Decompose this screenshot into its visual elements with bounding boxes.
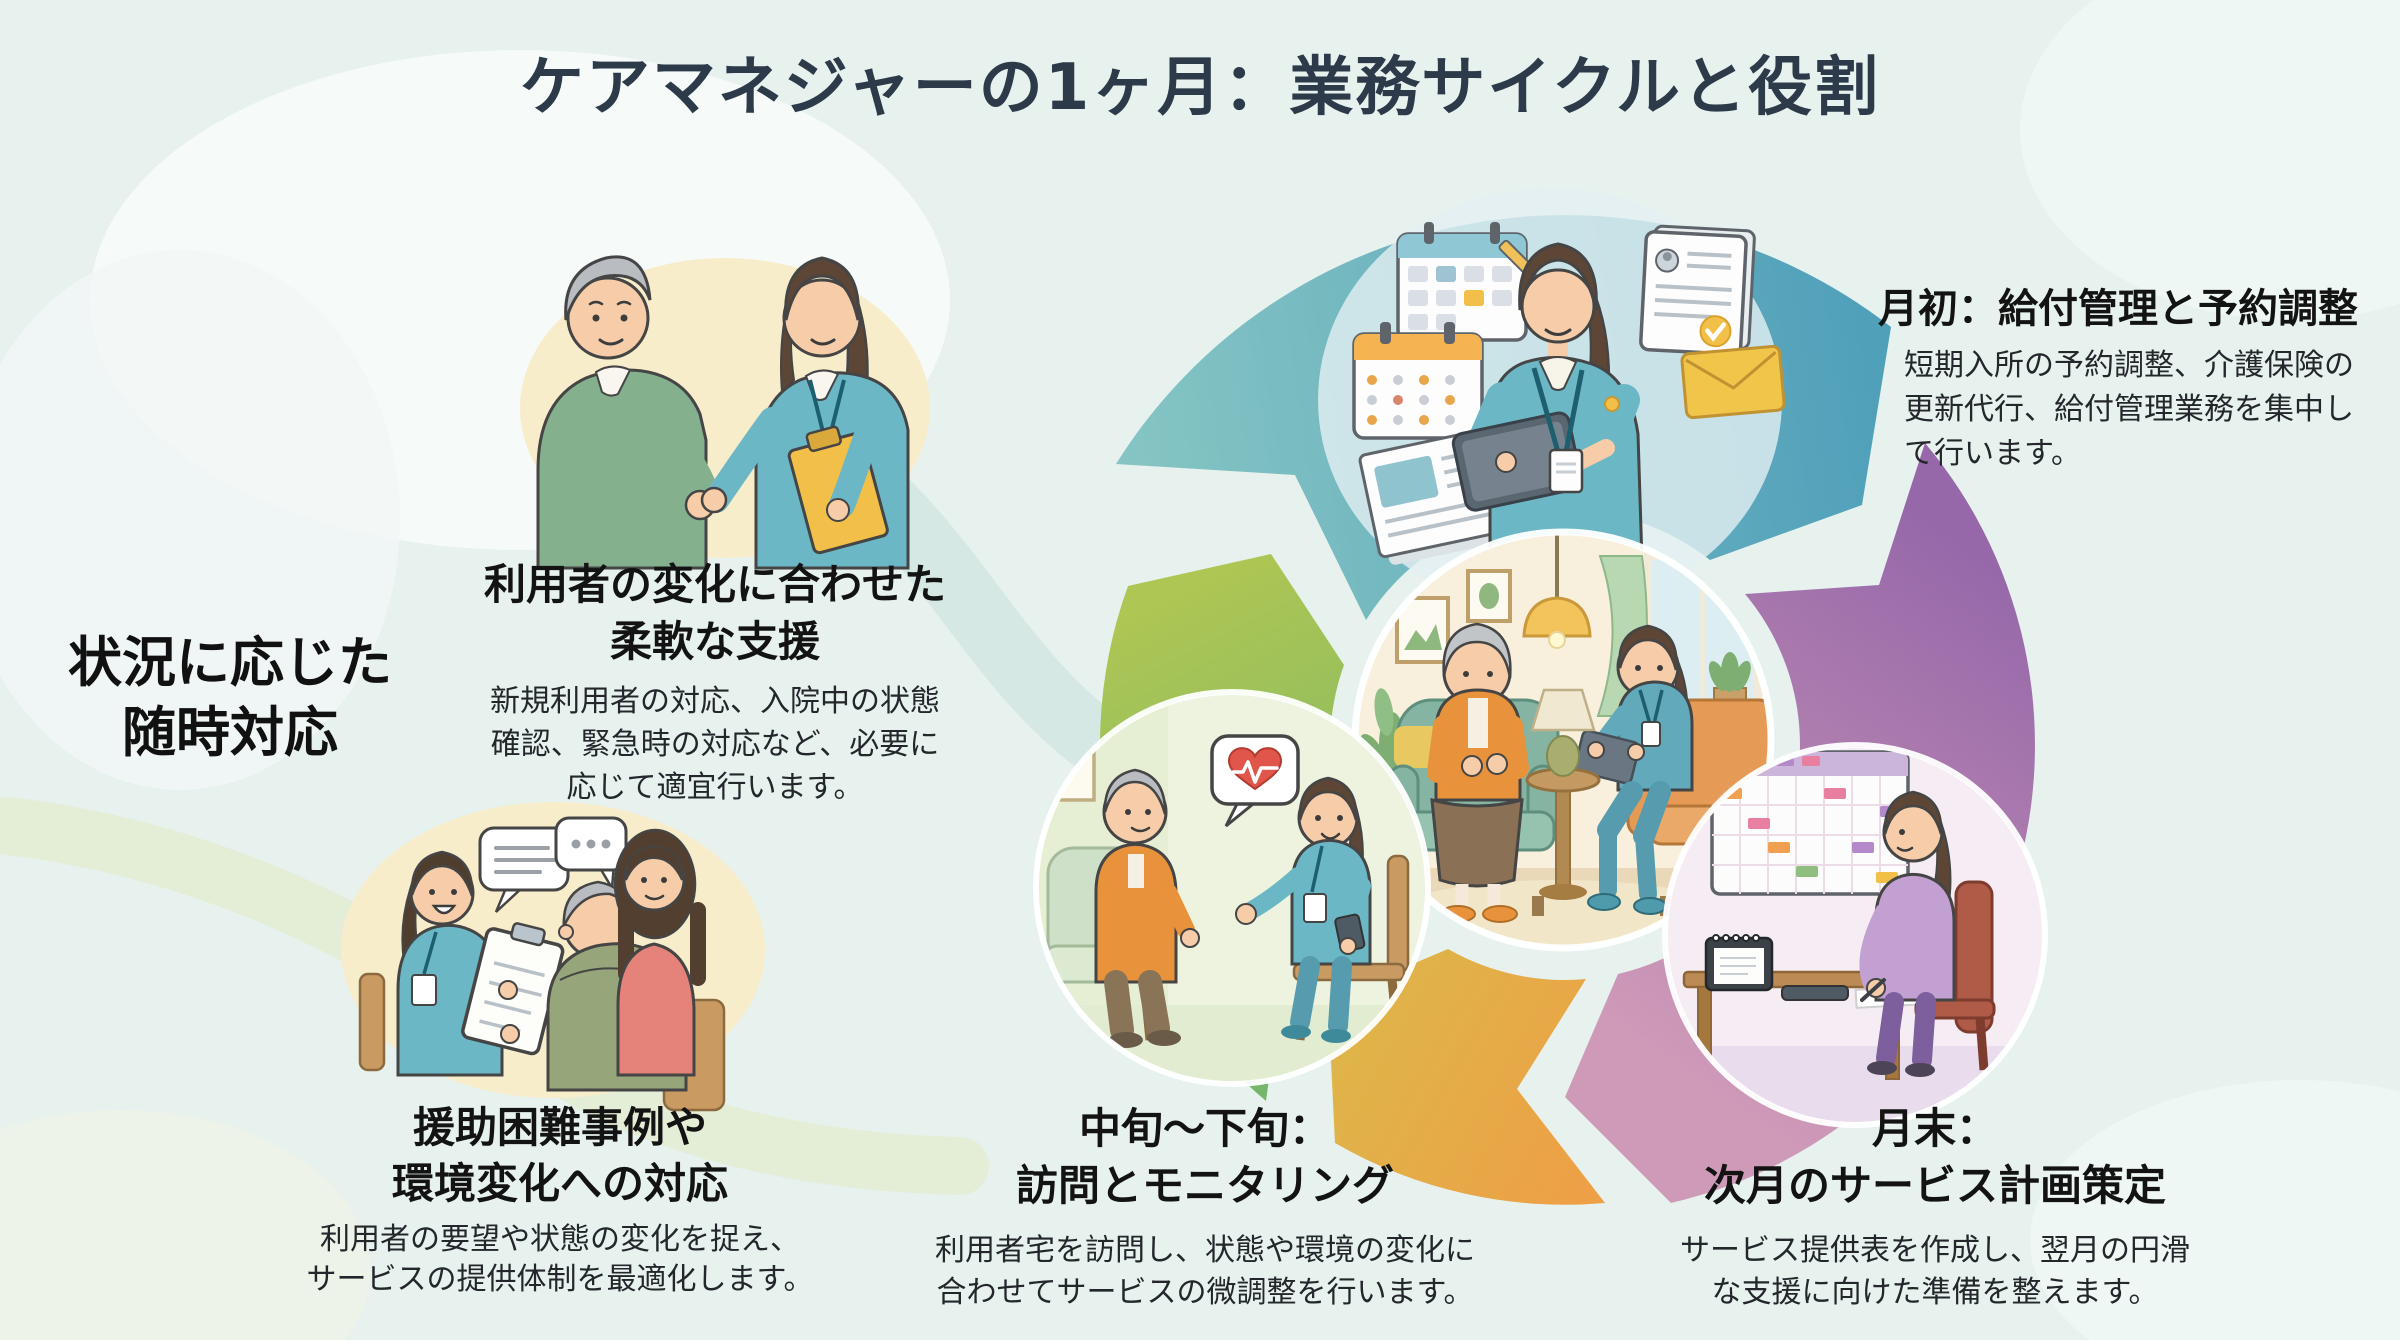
side-note: 状況に応じた 随時対応 — [30, 628, 430, 768]
pen — [1860, 978, 1886, 1002]
month-end-heading-line1: 月末： — [1871, 1104, 1998, 1153]
desk-calendar-icon — [1704, 934, 1774, 992]
month-start-body-line2: 更新代行、給付管理業務を集中し — [1904, 392, 2354, 427]
month-end-body-line1: サービス提供表を作成し、翌月の円滑 — [1680, 1233, 2190, 1268]
month-end-heading: 月末： 次月のサービス計画策定 — [1675, 1100, 2195, 1214]
mid-month-heading-line2: 訪問とモニタリング — [1015, 1161, 1394, 1210]
flexible-support-body-line2: 確認、緊急時の対応など、必要に — [490, 727, 940, 762]
pendant-lamp — [1522, 596, 1592, 638]
flexible-support-heading-line1: 利用者の変化に合わせた — [483, 560, 946, 609]
face — [1520, 268, 1596, 344]
elderly-woman-figure — [1427, 622, 1529, 923]
mid-month-body: 利用者宅を訪問し、状態や環境の変化に 合わせてサービスの微調整を行います。 — [915, 1230, 1495, 1314]
cycle-arrow-orange — [1328, 949, 1605, 1205]
hair — [1518, 242, 1598, 311]
speech-bubble-dots-icon — [554, 816, 628, 892]
flexible-support-heading-line2: 柔軟な支援 — [609, 617, 820, 666]
handshake-hands — [684, 486, 728, 521]
mid-month-heading-line1: 中旬～下旬： — [1078, 1104, 1331, 1153]
mid-month-heading: 中旬～下旬： 訪問とモニタリング — [945, 1100, 1465, 1214]
gold-pin — [1604, 396, 1620, 412]
flexible-support-body: 新規利用者の対応、入院中の状態 確認、緊急時の対応など、必要に 応じて適宜行いま… — [465, 680, 965, 809]
flexible-support-body-line3: 応じて適宜行います。 — [566, 770, 864, 805]
month-start-body-line3: て行います。 — [1904, 436, 2081, 471]
handshake-scene — [520, 255, 930, 570]
difficult-cases-heading-line2: 環境変化への対応 — [391, 1159, 728, 1208]
difficult-cases-body: 利用者の要望や状態の変化を捉え、 サービスの提供体制を最適化します。 — [300, 1220, 820, 1300]
monitoring-scene — [1033, 689, 1431, 1087]
care-manager-seated-figure — [1573, 624, 1694, 915]
wall-calendar-icon — [1710, 750, 1910, 896]
chair-back — [358, 972, 386, 1072]
elderly-man-figure — [1042, 768, 1200, 1048]
month-start-scene — [1318, 188, 1786, 612]
side-note-line1: 状況に応じた — [68, 631, 392, 694]
mid-month-body-line2: 合わせてサービスの微調整を行います。 — [936, 1275, 1474, 1310]
care-manager-meeting-figure — [396, 850, 565, 1077]
month-end-body: サービス提供表を作成し、翌月の円滑 な支援に向けた準備を整えます。 — [1665, 1230, 2205, 1314]
month-end-heading-line2: 次月のサービス計画策定 — [1703, 1161, 2166, 1210]
difficult-cases-body-line2: サービスの提供体制を最適化します。 — [306, 1262, 814, 1297]
collar — [1538, 356, 1578, 391]
month-start-heading: 月初：給付管理と予約調整 — [1878, 286, 2358, 332]
flexible-support-body-line1: 新規利用者の対応、入院中の状態 — [490, 684, 940, 719]
care-manager-figure — [1451, 242, 1644, 564]
desk-calendar-icon — [1352, 322, 1484, 440]
elderly-man-handshake-figure — [536, 255, 721, 570]
tablet-icon — [1781, 985, 1849, 1001]
envelope-icon — [1680, 344, 1786, 420]
flexible-support-heading: 利用者の変化に合わせた 柔軟な支援 — [440, 556, 990, 670]
speech-bubble-lines-icon — [478, 826, 570, 913]
planner-figure — [1859, 790, 1996, 1077]
id-badge — [411, 974, 437, 1006]
month-start-body-line1: 短期入所の予約調整、介護保険の — [1904, 348, 2354, 383]
planning-scene — [1662, 742, 2048, 1128]
month-end-body-line2: な支援に向けた準備を整えます。 — [1711, 1275, 2159, 1310]
month-start-body: 短期入所の予約調整、介護保険の 更新代行、給付管理業務を集中し て行います。 — [1904, 344, 2354, 476]
family-member-figure — [613, 828, 706, 1077]
side-table-lamp — [1525, 688, 1601, 900]
difficult-cases-heading: 援助困難事例や 環境変化への対応 — [330, 1100, 790, 1212]
smile — [1544, 328, 1572, 336]
side-note-line2: 随時対応 — [122, 701, 338, 764]
mid-month-body-line1: 利用者宅を訪問し、状態や環境の変化に — [935, 1233, 1475, 1268]
heart-rate-bubble-icon — [1210, 734, 1300, 828]
difficult-cases-body-line1: 利用者の要望や状態の変化を捉え、 — [320, 1222, 800, 1257]
page-title: ケアマネジャーの1ヶ月：業務サイクルと役割 — [519, 51, 1881, 125]
document-check-icon — [1639, 224, 1756, 356]
difficult-cases-heading-line1: 援助困難事例や — [412, 1103, 707, 1152]
care-manager-visit-figure — [1235, 776, 1410, 1043]
case-meeting-scene — [341, 802, 765, 1112]
